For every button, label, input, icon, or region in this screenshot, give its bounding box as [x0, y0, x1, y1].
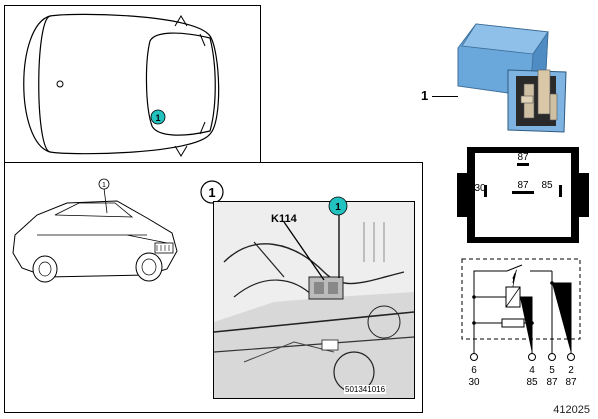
terminal-4-name: 87	[565, 377, 577, 388]
relay-part-number: 1	[421, 88, 429, 103]
terminal-1-name: 30	[468, 377, 480, 388]
car-top-view-panel: 1	[4, 5, 261, 163]
relay-leader-line	[432, 96, 458, 97]
photo-callout-number: 1	[335, 202, 341, 213]
relay-pin-center-label: 87	[517, 180, 529, 191]
detail-callout: 1	[200, 180, 224, 204]
car-side-view-drawing: 1	[12, 178, 178, 283]
engine-bay-photo	[213, 201, 415, 399]
relay-pin-diagram: 87 30 87 85	[455, 145, 591, 245]
car-top-view-drawing: 1	[23, 13, 220, 157]
car-side-callout: 1	[102, 182, 106, 189]
terminal-3-name: 87	[546, 377, 558, 388]
car-location-panel: 1 1 K114 1 50	[4, 162, 423, 413]
terminal-2-number: 4	[529, 365, 535, 376]
callout-badge-icon	[150, 109, 166, 125]
callout-number: 1	[155, 113, 160, 123]
photo-code: 501341016	[344, 385, 387, 394]
diagram-id: 412025	[553, 404, 590, 416]
connector-label: K114	[271, 213, 297, 225]
relay-photo	[438, 10, 596, 150]
relay-schematic: 6 30 4 85 5 87 2 87	[452, 253, 592, 393]
relay-pin-right-label: 85	[541, 180, 553, 191]
relay-pin-top-label: 87	[517, 152, 529, 163]
terminal-1-number: 6	[471, 365, 477, 376]
photo-callout-badge: 1	[328, 196, 348, 216]
terminal-3-number: 5	[549, 365, 555, 376]
detail-callout-number: 1	[208, 185, 215, 200]
terminal-4-number: 2	[568, 365, 574, 376]
relay-pin-left-label: 30	[474, 183, 486, 194]
terminal-2-name: 85	[526, 377, 538, 388]
